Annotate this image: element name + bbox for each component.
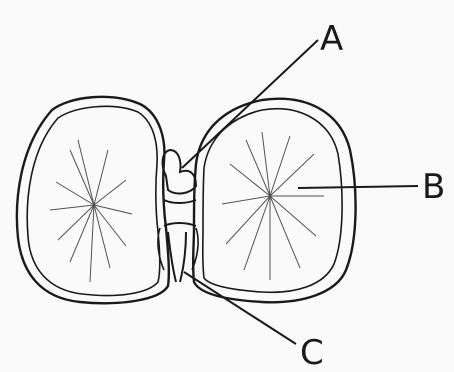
right-lobe-outline bbox=[193, 99, 355, 302]
label-c: C bbox=[300, 333, 324, 372]
leader-line-c bbox=[184, 272, 296, 344]
channel-c-notch-left bbox=[158, 228, 164, 270]
leader-line-b bbox=[298, 186, 418, 188]
left-lobe-inner-outline bbox=[27, 106, 160, 295]
channel-c-right bbox=[180, 232, 186, 282]
label-b: B bbox=[422, 167, 445, 207]
structure-a bbox=[163, 150, 196, 193]
isthmus-upper bbox=[164, 200, 196, 203]
left-lobe-texture bbox=[50, 140, 132, 282]
right-lobe-texture bbox=[222, 132, 324, 280]
label-a: A bbox=[320, 19, 343, 59]
isthmus-lower bbox=[164, 223, 196, 226]
